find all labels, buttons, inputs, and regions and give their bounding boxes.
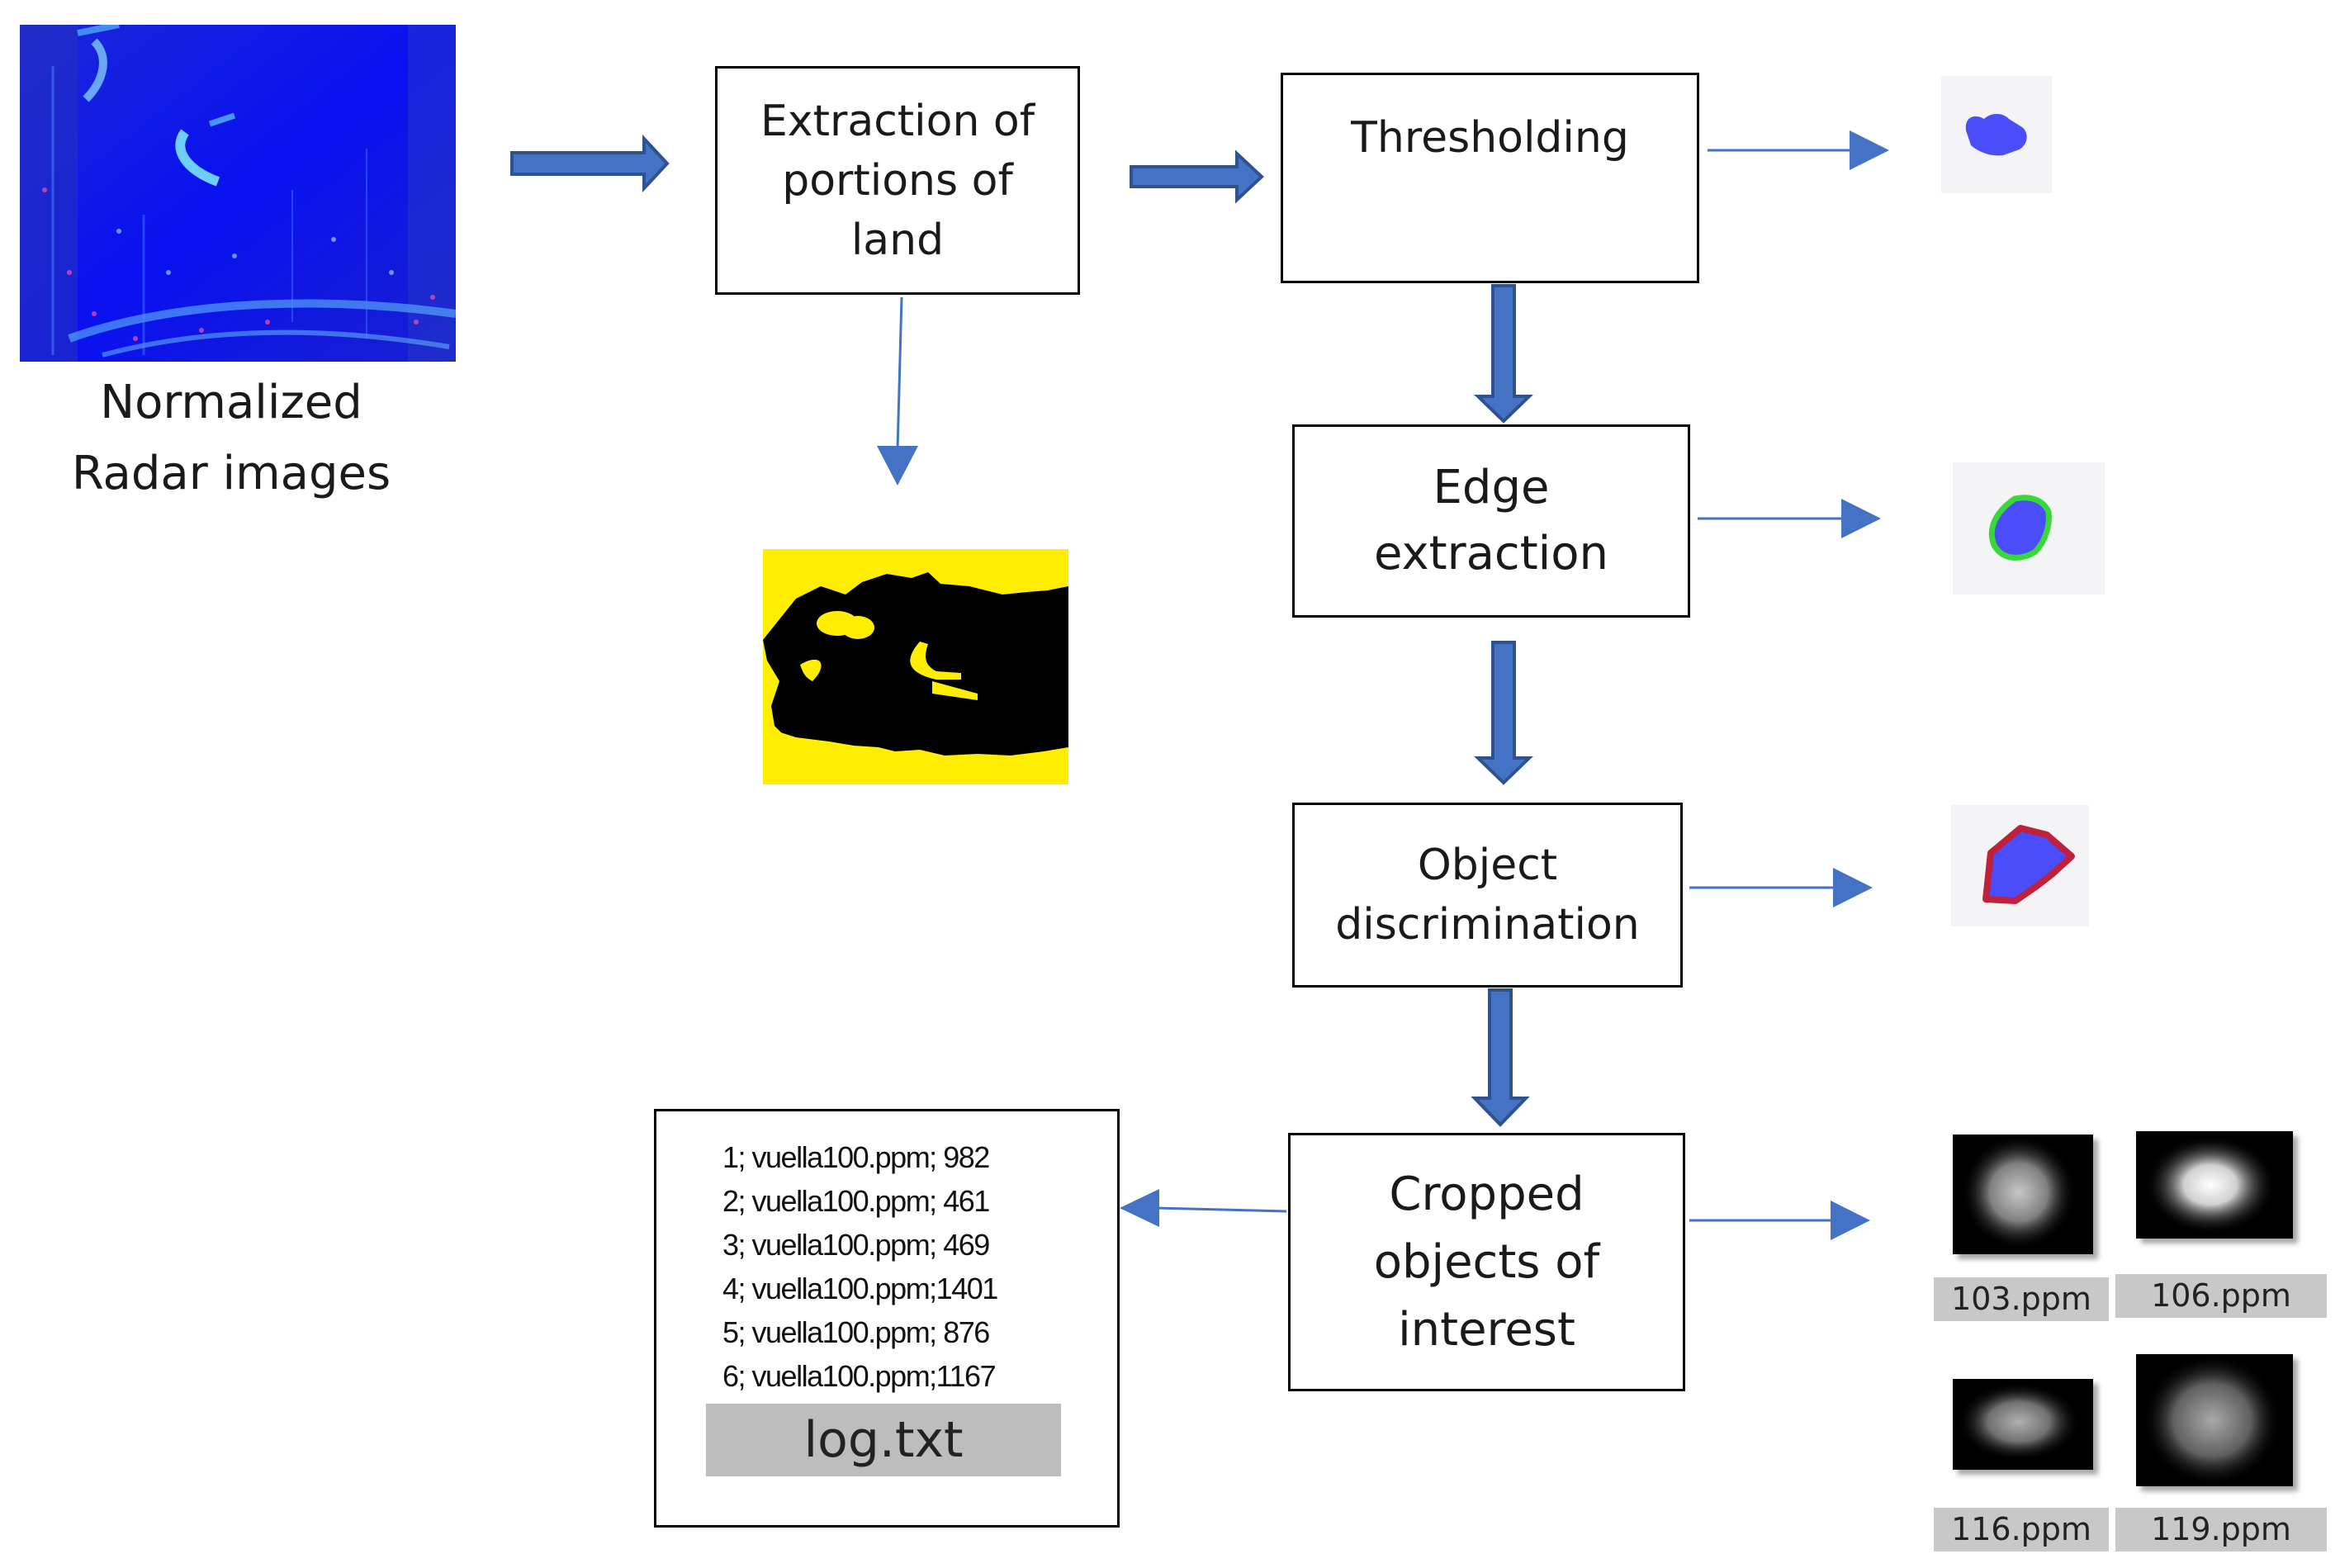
log-line: 4; vuella100.ppm;1401 — [722, 1272, 998, 1305]
thin-arrow-object-result — [1689, 868, 1873, 907]
ppm-label-119: 119.ppm — [2115, 1508, 2327, 1551]
ppm-label-106: 106.ppm — [2115, 1274, 2327, 1318]
object-discrimination-label: Object discrimination — [1335, 841, 1640, 950]
log-line: 3; vuella100.ppm; 469 — [722, 1228, 990, 1262]
cropped-objects-label: Cropped objects of interest — [1373, 1167, 1600, 1357]
thin-arrow-extraction-to-land — [877, 296, 918, 486]
object-discrimination-box: Object discrimination — [1292, 803, 1683, 988]
log-line: 5; vuella100.ppm; 876 — [722, 1315, 990, 1349]
edge-extraction-label: Edge extraction — [1374, 461, 1608, 580]
land-mask-image — [763, 549, 1068, 784]
extraction-box: Extraction of portions of land — [715, 66, 1080, 295]
arrow-extraction-to-thresholding — [1130, 149, 1264, 204]
ppm-label-116: 116.ppm — [1934, 1508, 2109, 1551]
radar-image — [20, 21, 457, 362]
thresholding-box: Thresholding — [1281, 73, 1699, 283]
cropped-objects-box: Cropped objects of interest — [1288, 1133, 1685, 1391]
edge-extraction-box: Edge extraction — [1292, 424, 1690, 618]
threshold-result-image — [1941, 76, 2052, 193]
arrow-radar-to-extraction — [510, 134, 670, 193]
ppm-image-106 — [2136, 1131, 2293, 1239]
radar-caption: Normalized Radar images — [71, 376, 391, 500]
edge-result-image — [1953, 462, 2105, 595]
arrow-thresholding-to-edge — [1474, 284, 1533, 424]
ppm-label-103: 103.ppm — [1934, 1277, 2109, 1321]
arrow-object-to-cropped — [1471, 988, 1530, 1127]
arrow-edge-to-object — [1474, 641, 1533, 785]
ppm-image-119 — [2136, 1354, 2293, 1486]
extraction-label: Extraction of portions of land — [760, 96, 1035, 265]
thin-arrow-thresholding-result — [1708, 130, 1889, 170]
log-line: 6; vuella100.ppm;1167 — [722, 1359, 997, 1393]
thresholding-label: Thresholding — [1351, 113, 1629, 163]
log-lines: 1; vuella100.ppm; 982 2; vuella100.ppm; … — [722, 1135, 1078, 1395]
log-line: 1; vuella100.ppm; 982 — [722, 1140, 990, 1174]
thin-arrow-cropped-to-log — [1120, 1189, 1287, 1227]
ppm-image-103 — [1953, 1135, 2093, 1254]
log-filename: log.txt — [706, 1404, 1061, 1476]
object-result-image — [1951, 805, 2089, 926]
log-line: 2; vuella100.ppm; 461 — [722, 1184, 990, 1218]
thin-arrow-edge-result — [1698, 499, 1881, 538]
ppm-image-116 — [1953, 1379, 2093, 1470]
thin-arrow-cropped-result — [1689, 1201, 1870, 1240]
